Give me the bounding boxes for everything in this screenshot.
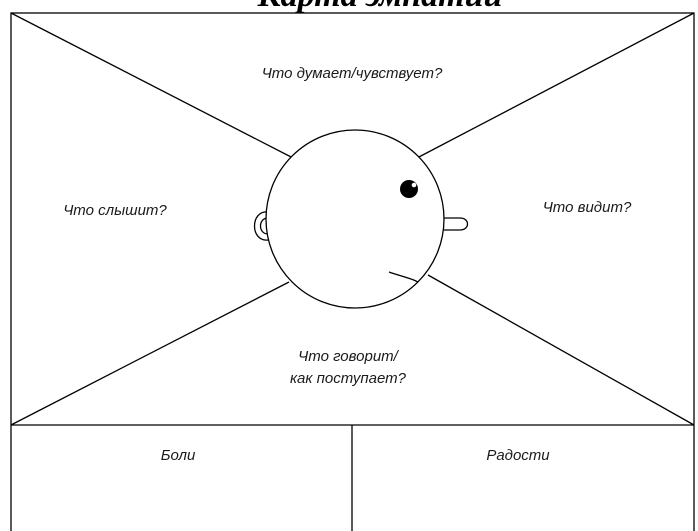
head-figure xyxy=(255,130,468,308)
label-hear: Что слышит? xyxy=(63,202,167,219)
label-say-do-line2: как поступает? xyxy=(290,370,407,387)
diagonal-top-right xyxy=(417,13,694,158)
diagonal-top-left xyxy=(11,13,293,158)
label-see: Что видит? xyxy=(543,199,632,216)
label-pains: Боли xyxy=(161,447,196,464)
label-think-feel: Что думает/чувствует? xyxy=(262,65,443,82)
label-say-do-line1: Что говорит/ xyxy=(298,348,400,365)
diagram-title: Карта эмпатии xyxy=(257,0,503,14)
diagonal-bottom-left xyxy=(11,282,289,425)
eye-icon xyxy=(400,180,418,198)
diagonal-bottom-right xyxy=(428,275,694,425)
label-gains: Радости xyxy=(486,447,550,464)
